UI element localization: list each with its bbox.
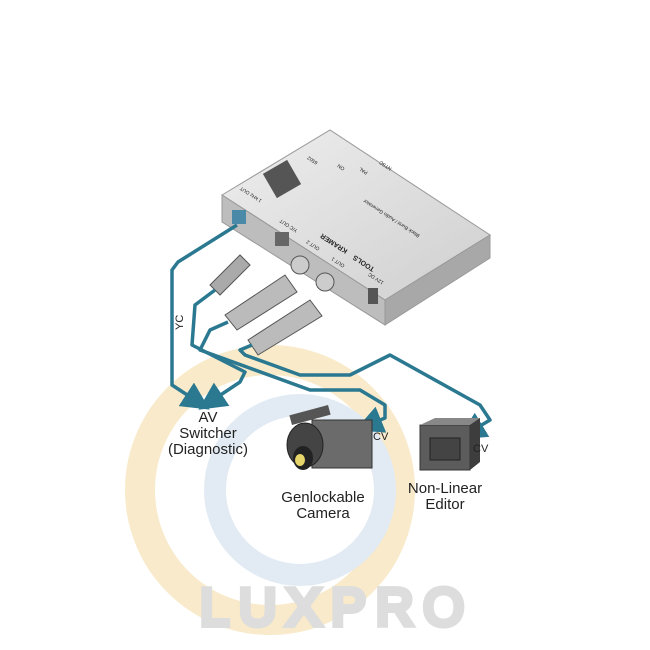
editor-label-2: Editor: [425, 496, 464, 513]
device-model: 6502: [306, 154, 319, 165]
editor-cv-cable: [238, 343, 492, 440]
yc-label: YC: [174, 315, 186, 330]
camera-label-2: Camera: [296, 505, 350, 522]
out1-bnc: [315, 272, 335, 292]
yc-port: [275, 232, 289, 246]
yc-cable-1: [170, 223, 238, 410]
camera-cv-cable: [198, 320, 387, 433]
editor-label-1: Non-Linear: [408, 480, 482, 497]
switch-on: ON: [336, 162, 346, 171]
watermark-text: LUXPRO: [200, 579, 474, 637]
watermark: LUXPRO: [125, 345, 474, 640]
camera-icon: [286, 404, 373, 470]
cables: [170, 223, 492, 440]
audio-port: [232, 210, 246, 224]
editor-computer-icon: [419, 418, 480, 471]
camera-cv-label: CV: [373, 431, 389, 443]
kramer-logo: [262, 159, 302, 199]
av-switcher-label-3: (Diagnostic): [168, 441, 248, 458]
camera-label-1: Genlockable: [281, 489, 364, 506]
editor-cv-label: CV: [473, 443, 489, 455]
av-switcher-label-1: AV: [199, 409, 218, 426]
av-switcher-label-2: Switcher: [179, 425, 237, 442]
cable-connectors: [209, 254, 323, 356]
out2-bnc: [290, 255, 310, 275]
switch-pal: PAL: [358, 165, 369, 175]
dc-port: [368, 288, 378, 304]
kramer-device: KRAMER TOOLS Black Burst / Audio Generat…: [221, 129, 491, 326]
